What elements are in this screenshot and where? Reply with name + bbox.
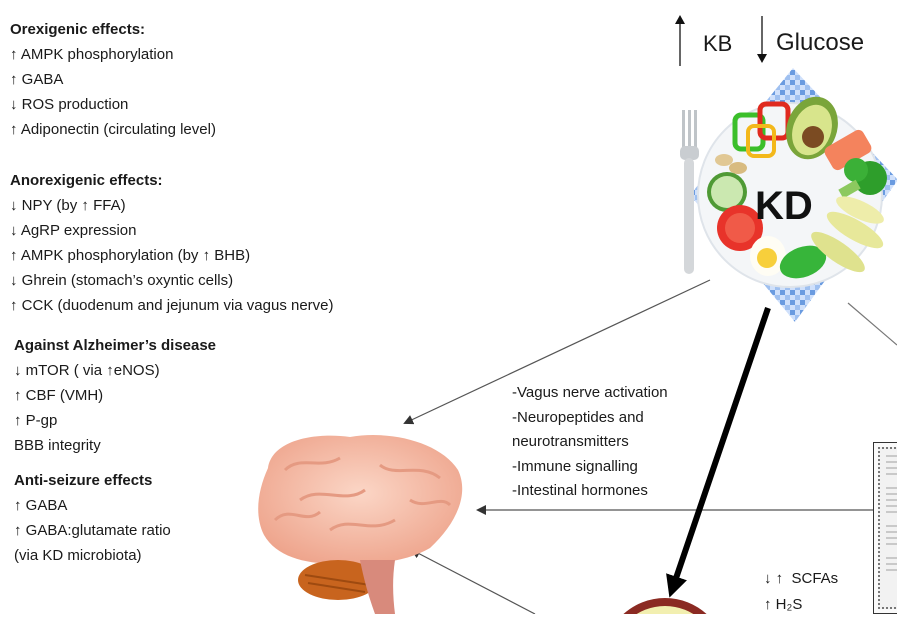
alzheimers-heading: Against Alzheimer’s disease: [14, 337, 217, 354]
arrow-gut-to-brain-diagonal: [410, 549, 536, 614]
orexigenic-item: ↑ AMPK phosphorylation: [10, 46, 174, 63]
anorexigenic-item: ↑ CCK (duodenum and jejunum via vagus ne…: [10, 297, 334, 314]
alzheimers-item: ↑ CBF (VMH): [14, 387, 104, 404]
orexigenic-effects-block: Orexigenic effects: ↑ AMPK phosphorylati…: [10, 17, 216, 142]
orexigenic-item: ↓ ROS production: [10, 96, 129, 113]
mechanism-item: neurotransmitters: [512, 433, 629, 450]
mechanism-item: -Neuropeptides and: [512, 408, 644, 426]
thumbnail-frame: [878, 447, 897, 609]
diagram-thumbnail-preview[interactable]: [873, 442, 897, 614]
thick-arrow-plate-to-gut: [666, 307, 771, 598]
orexigenic-heading: Orexigenic effects:: [10, 21, 146, 38]
kb-up-arrow-icon: [675, 15, 685, 66]
mechanism-item: -Vagus nerve activation: [512, 384, 668, 401]
anorexigenic-item: ↑ AMPK phosphorylation (by ↑ BHB): [10, 247, 251, 264]
anti-seizure-heading: Anti-seizure effects: [14, 472, 153, 489]
anti-seizure-block: Anti-seizure effects ↑ GABA ↑ GABA:gluta…: [14, 468, 171, 568]
gut-brain-mechanisms-block: -Vagus nerve activation -Neuropeptides a…: [512, 381, 668, 504]
anti-seizure-item: ↑ GABA: [14, 497, 68, 514]
anti-seizure-item: ↑ GABA:glutamate ratio: [14, 522, 171, 539]
anorexigenic-item: ↓ NPY (by ↑ FFA): [10, 197, 126, 214]
gut-microbiota-icon: [623, 598, 707, 614]
alzheimers-block: Against Alzheimer’s disease ↓ mTOR ( via…: [14, 333, 216, 458]
ketogenic-diet-plate-icon: [680, 68, 897, 322]
orexigenic-item: ↑ GABA: [10, 71, 64, 88]
anti-seizure-item: (via KD microbiota): [14, 547, 142, 564]
plate-label: KD: [755, 184, 813, 228]
anorexigenic-item: ↓ AgRP expression: [10, 222, 137, 239]
arrow-plate-to-brain: [403, 279, 711, 425]
alzheimers-item: BBB integrity: [14, 437, 101, 454]
brain-icon: [258, 435, 463, 614]
gut-marker-item: ↑ H₂S: [764, 596, 803, 613]
alzheimers-item: ↓ mTOR ( via ↑eNOS): [14, 362, 160, 379]
orexigenic-item: ↑ Adiponectin (circulating level): [10, 121, 216, 138]
anorexigenic-effects-block: Anorexigenic effects: ↓ NPY (by ↑ FFA) ↓…: [10, 168, 334, 318]
anorexigenic-heading: Anorexigenic effects:: [10, 172, 163, 189]
mechanism-item: -Immune signalling: [512, 457, 638, 475]
anorexigenic-item: ↓ Ghrein (stomach’s oxyntic cells): [10, 272, 234, 289]
kb-label: KB: [703, 31, 733, 56]
glucose-label: Glucose: [776, 29, 865, 56]
gut-marker-item: ↓ ↑ SCFAs: [764, 570, 839, 587]
glucose-down-arrow-icon: [757, 16, 767, 63]
arrow-plate-to-right: [847, 302, 897, 346]
gut-markers-block: ↓ ↑ SCFAs ↑ H₂S: [764, 566, 838, 618]
mechanism-item: -Intestinal hormones: [512, 482, 648, 499]
alzheimers-item: ↑ P-gp: [14, 412, 58, 429]
